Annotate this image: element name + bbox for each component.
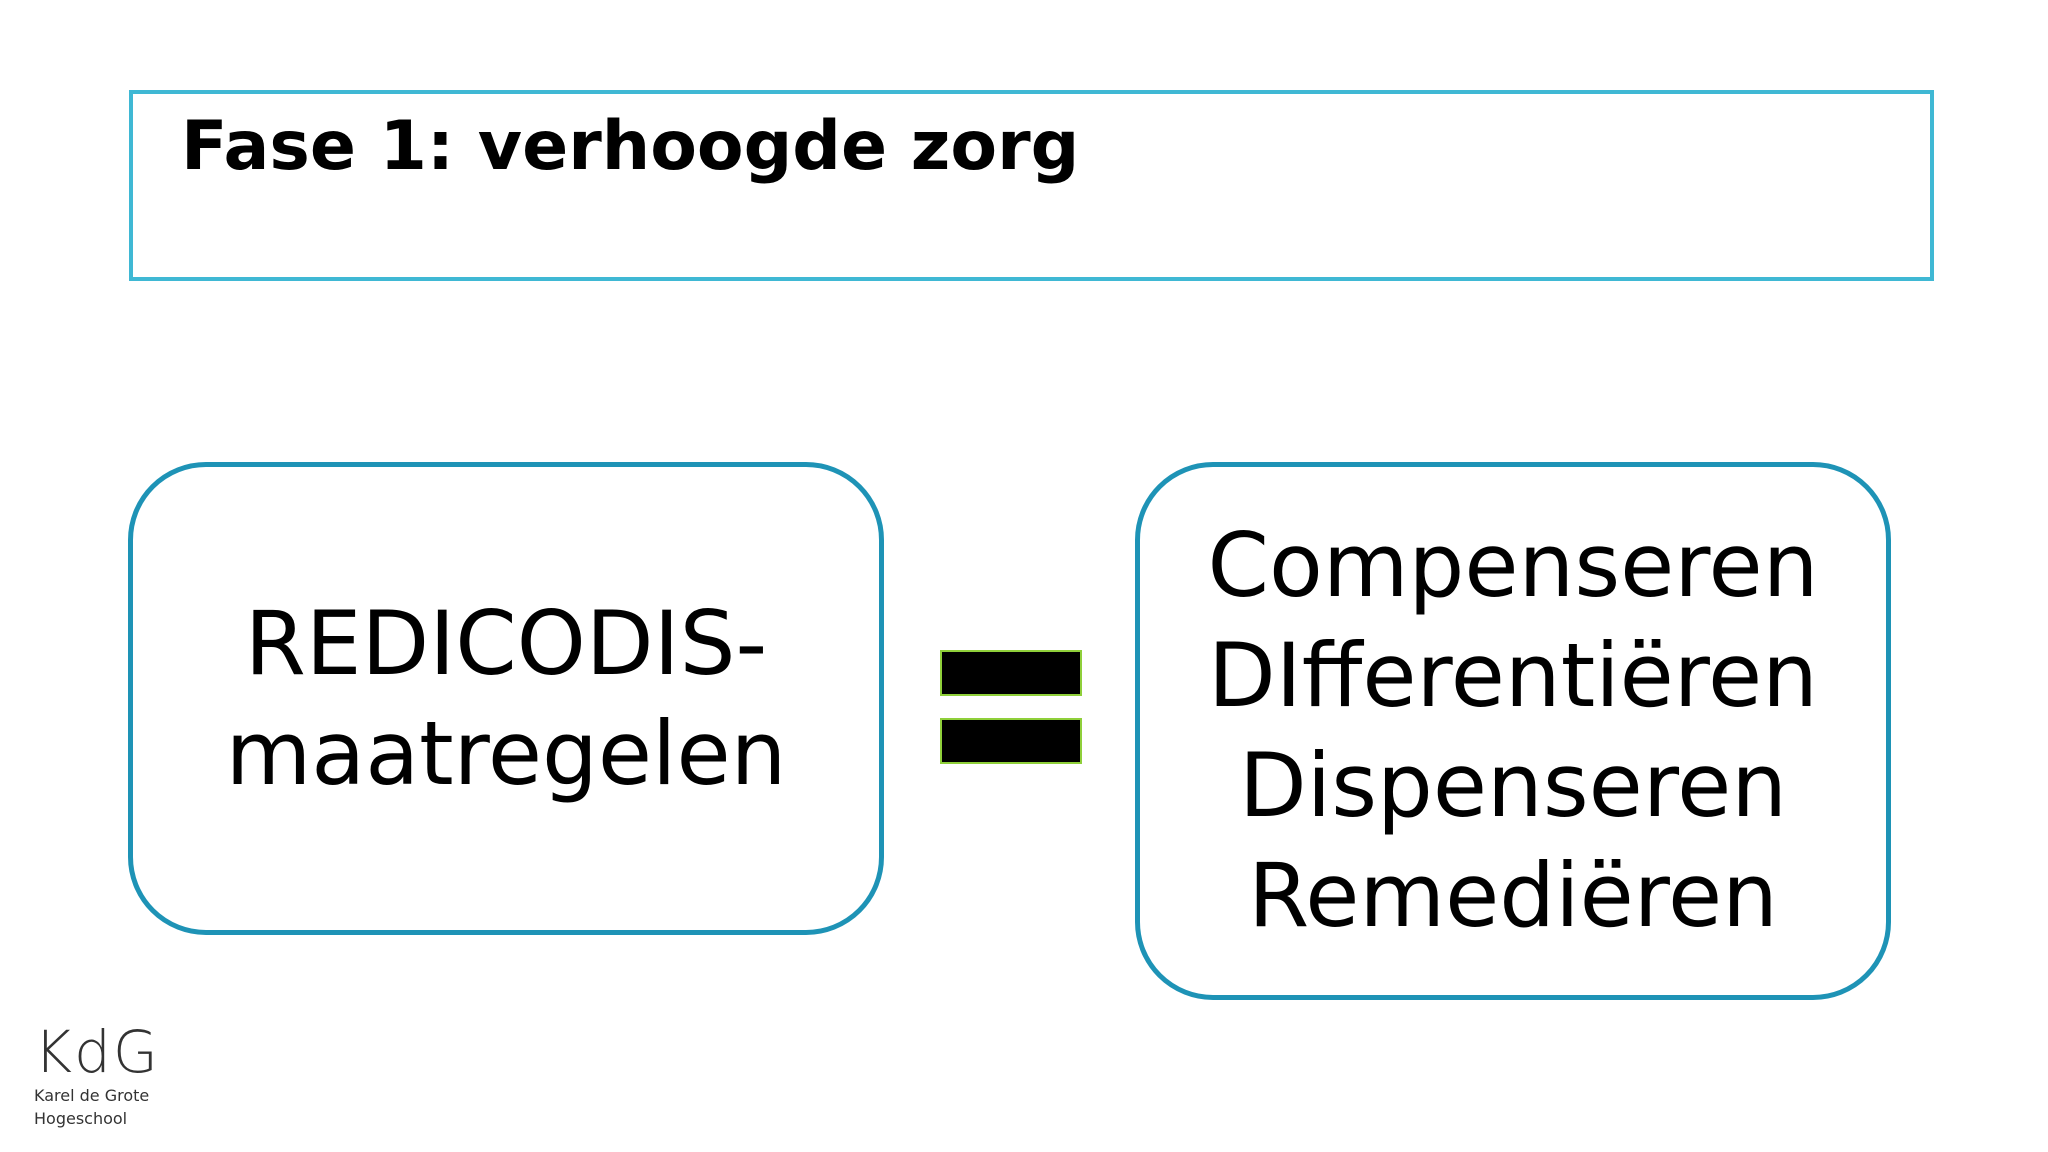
equals-sign-bottom-bar	[940, 718, 1082, 764]
kdg-logo-line-2: Hogeschool	[34, 1109, 128, 1128]
redicodis-card: REDICODIS- maatregelen	[128, 462, 884, 935]
redicodis-line-2: maatregelen	[225, 701, 787, 805]
title-box: Fase 1: verhoogde zorg	[129, 90, 1934, 281]
measure-compenseren: Compenseren	[1207, 514, 1819, 617]
equals-sign-top-bar	[940, 650, 1082, 696]
measure-dispenseren: Dispenseren	[1239, 734, 1787, 837]
measure-remedieren: Remediëren	[1248, 844, 1778, 947]
kdg-logo-line-1: Karel de Grote	[34, 1086, 150, 1105]
measure-differentieren: DIfferentiëren	[1208, 624, 1818, 727]
slide-title: Fase 1: verhoogde zorg	[181, 107, 1080, 186]
redicodis-line-1: REDICODIS-	[244, 591, 768, 695]
kdg-logo: KdG Karel de Grote Hogeschool	[34, 1022, 160, 1128]
kdg-logo-mark: KdG	[34, 1018, 160, 1086]
measures-card: Compenseren DIfferentiëren Dispenseren R…	[1135, 462, 1891, 1000]
